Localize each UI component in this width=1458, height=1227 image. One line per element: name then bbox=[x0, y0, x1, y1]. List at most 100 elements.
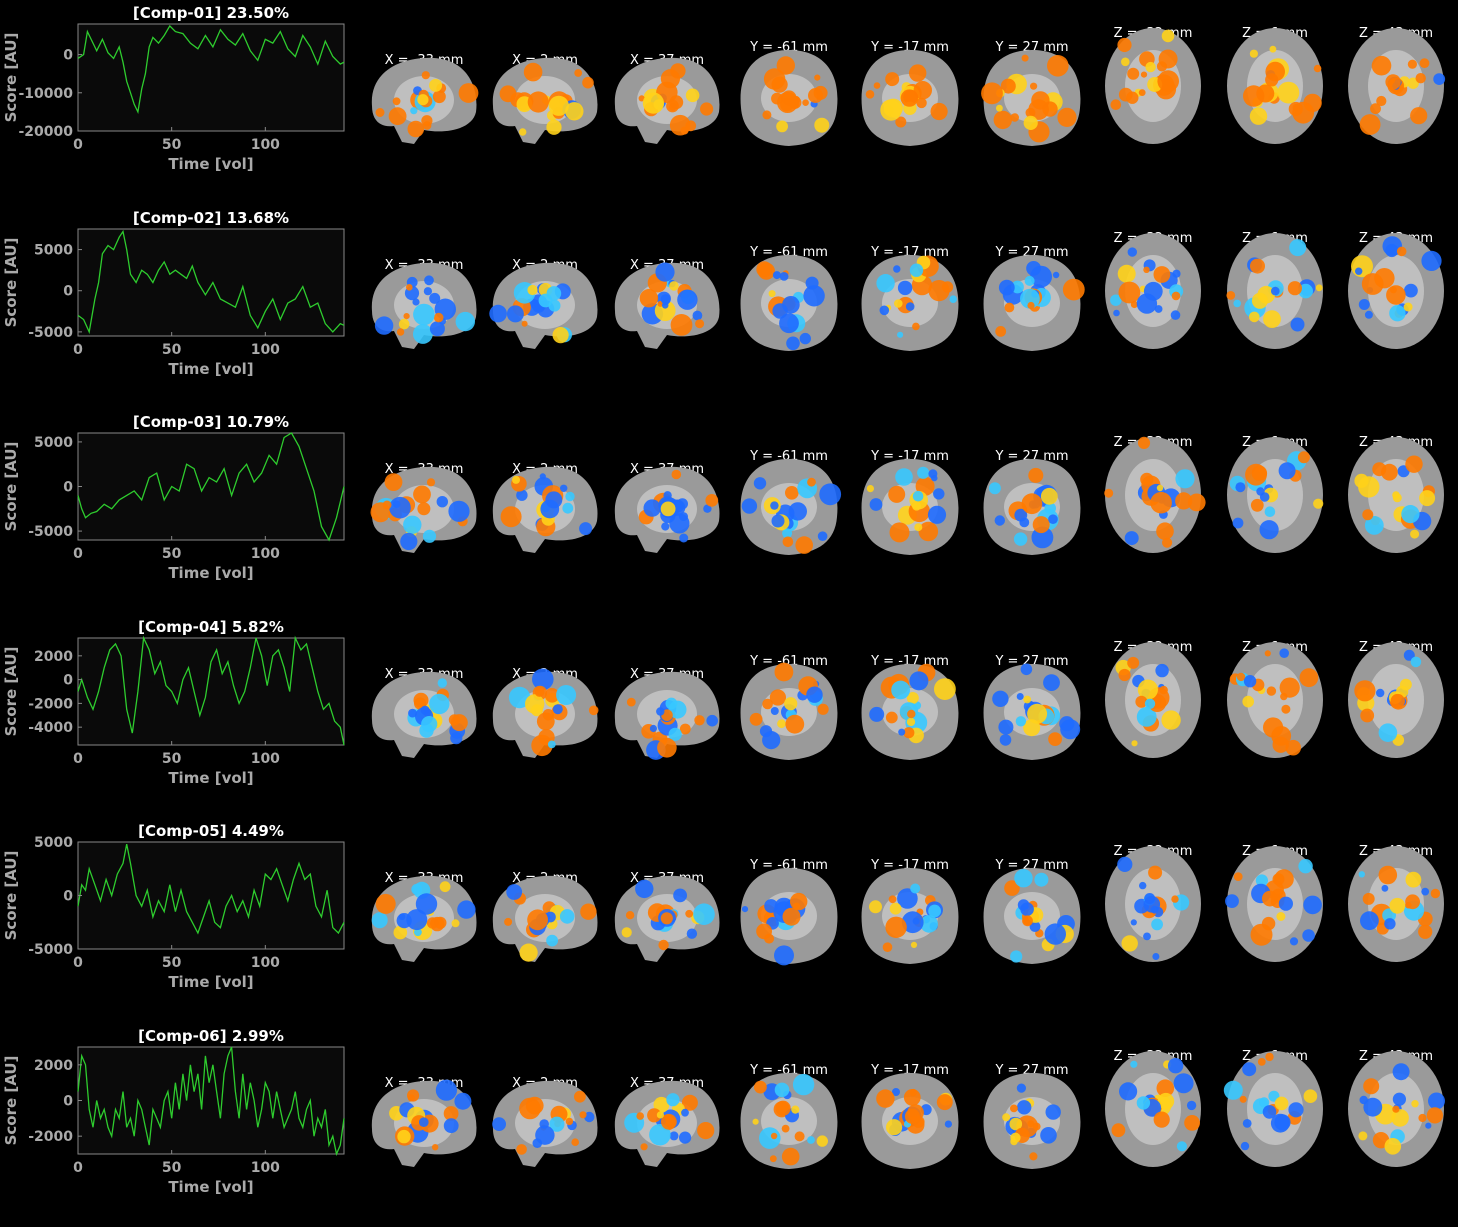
positive-activation bbox=[771, 92, 783, 105]
positive-activation bbox=[512, 475, 520, 484]
positive-activation bbox=[516, 1143, 527, 1155]
negative-activation bbox=[869, 706, 885, 722]
positive-activation bbox=[1392, 493, 1402, 503]
positive-activation bbox=[1287, 280, 1302, 295]
negative-activation bbox=[891, 680, 910, 699]
negative-activation bbox=[454, 1092, 472, 1110]
x-tick-label: 50 bbox=[162, 137, 182, 153]
brain-slice-sag bbox=[614, 671, 720, 760]
negative-activation bbox=[1143, 932, 1151, 941]
negative-activation bbox=[414, 928, 422, 937]
negative-activation bbox=[819, 483, 842, 506]
x-tick-label: 0 bbox=[73, 546, 83, 562]
positive-activation bbox=[382, 500, 392, 510]
positive-activation bbox=[1110, 99, 1122, 110]
negative-activation bbox=[560, 484, 568, 492]
positive-activation bbox=[885, 711, 898, 723]
positive-activation bbox=[546, 119, 562, 135]
negative-activation bbox=[450, 731, 463, 744]
positive-activation bbox=[519, 128, 527, 136]
brain-slice-cor bbox=[983, 868, 1081, 964]
negative-activation bbox=[1376, 688, 1385, 697]
positive-activation bbox=[1138, 89, 1146, 96]
brain-slice-sag bbox=[371, 671, 477, 758]
negative-activation bbox=[1403, 649, 1415, 661]
negative-activation bbox=[1144, 698, 1156, 709]
positive-activation bbox=[647, 1107, 662, 1122]
x-tick-label: 100 bbox=[251, 137, 280, 153]
x-tick-label: 100 bbox=[251, 342, 280, 358]
component-title: [Comp-05] 4.49% bbox=[138, 822, 284, 840]
positive-activation bbox=[1236, 672, 1246, 681]
positive-activation bbox=[669, 280, 679, 291]
positive-activation bbox=[795, 536, 813, 554]
positive-activation bbox=[1251, 465, 1268, 481]
negative-activation bbox=[635, 879, 654, 899]
brain-slice-cor bbox=[740, 50, 838, 146]
positive-activation bbox=[574, 1090, 586, 1103]
negative-activation bbox=[1020, 288, 1040, 309]
positive-activation bbox=[1276, 912, 1286, 921]
positive-activation bbox=[1358, 1130, 1368, 1140]
positive-activation bbox=[869, 900, 882, 914]
positive-activation bbox=[1137, 436, 1151, 449]
negative-activation bbox=[508, 686, 531, 708]
positive-activation bbox=[1145, 61, 1156, 73]
positive-activation bbox=[914, 523, 923, 532]
positive-activation bbox=[1299, 667, 1319, 687]
positive-activation bbox=[762, 698, 773, 709]
negative-activation bbox=[1302, 929, 1315, 942]
y-tick-label: 0 bbox=[63, 283, 73, 299]
positive-activation bbox=[1117, 37, 1132, 53]
brain-slice-sag bbox=[492, 875, 598, 962]
negative-activation bbox=[1364, 310, 1373, 319]
negative-activation bbox=[1359, 1095, 1368, 1104]
positive-activation bbox=[769, 1154, 777, 1162]
brain-slice-axi bbox=[1348, 232, 1444, 349]
slice-label: Y = -61 mm bbox=[750, 858, 828, 873]
positive-activation bbox=[1410, 107, 1428, 125]
brain-slice-cor bbox=[983, 663, 1081, 760]
positive-activation bbox=[1250, 923, 1273, 946]
brain-slice-axi bbox=[1105, 1050, 1201, 1167]
negative-activation bbox=[666, 1092, 680, 1106]
positive-activation bbox=[1272, 736, 1289, 753]
positive-activation bbox=[865, 90, 875, 99]
negative-activation bbox=[1015, 715, 1027, 726]
x-axis-label: Time [vol] bbox=[168, 155, 253, 173]
negative-activation bbox=[703, 504, 712, 513]
negative-activation bbox=[1014, 869, 1033, 888]
positive-activation bbox=[621, 927, 632, 938]
positive-activation bbox=[907, 709, 916, 718]
positive-activation bbox=[1121, 57, 1130, 67]
positive-activation bbox=[1140, 472, 1154, 486]
positive-activation bbox=[1376, 95, 1387, 107]
negative-activation bbox=[1278, 462, 1296, 480]
positive-activation bbox=[448, 713, 461, 726]
positive-activation bbox=[888, 485, 906, 503]
score-line bbox=[77, 229, 345, 334]
positive-activation bbox=[996, 104, 1003, 112]
y-tick-label: -10000 bbox=[18, 86, 73, 102]
positive-activation bbox=[1004, 302, 1015, 312]
negative-activation bbox=[549, 1116, 565, 1132]
brain-slice-axi bbox=[1223, 1050, 1323, 1167]
negative-activation bbox=[506, 884, 523, 900]
positive-activation bbox=[756, 260, 773, 277]
positive-activation bbox=[1250, 498, 1264, 512]
slice-label: Y = 27 mm bbox=[995, 40, 1069, 55]
negative-activation bbox=[1225, 894, 1239, 908]
positive-activation bbox=[1264, 649, 1271, 656]
positive-activation bbox=[894, 298, 903, 308]
positive-activation bbox=[1430, 888, 1441, 899]
score-line bbox=[77, 24, 345, 115]
negative-activation bbox=[799, 332, 811, 344]
positive-activation bbox=[574, 69, 583, 77]
negative-activation bbox=[424, 274, 434, 285]
positive-activation bbox=[1354, 679, 1376, 701]
negative-activation bbox=[1127, 246, 1137, 257]
negative-activation bbox=[532, 668, 554, 690]
